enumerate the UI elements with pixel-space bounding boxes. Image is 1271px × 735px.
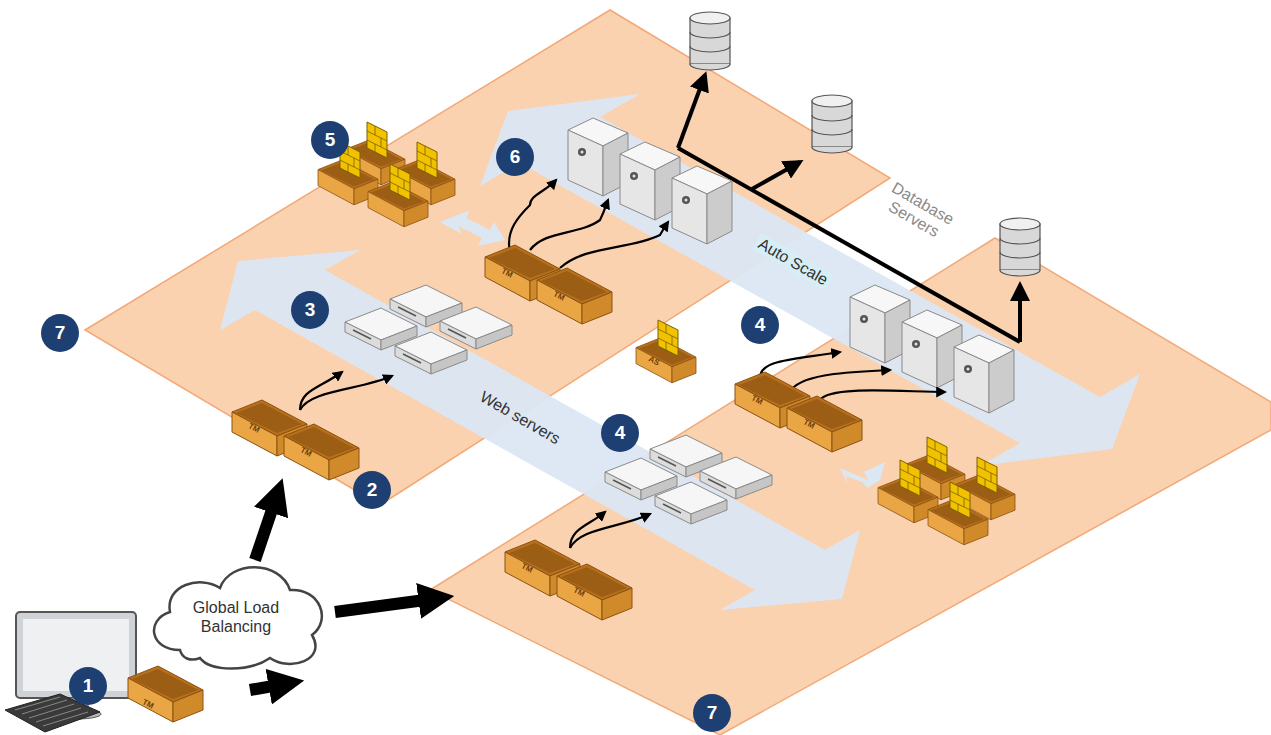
central-firewall	[636, 320, 696, 383]
database-server	[690, 12, 730, 70]
waf-cluster	[878, 437, 1015, 545]
tier-label: Database Servers	[875, 177, 961, 248]
callout-circles	[41, 121, 779, 732]
cloud-traffic-manager	[120, 660, 220, 730]
client-computer	[5, 612, 136, 732]
web-servers	[345, 285, 772, 524]
web-tier-band	[220, 250, 860, 610]
callout-number: 7	[55, 322, 66, 344]
app-tier-band	[480, 94, 1140, 466]
callout-number: 6	[510, 146, 521, 168]
cloud-label: Global Load Balancing	[186, 598, 286, 636]
database-server	[812, 95, 852, 153]
app-servers	[568, 118, 1014, 413]
callout-number: 3	[305, 299, 316, 321]
callout-number: 7	[707, 702, 718, 724]
waf-link	[440, 210, 505, 246]
database-server	[1000, 218, 1040, 276]
callout-number: 5	[325, 129, 336, 151]
waf-link	[840, 462, 885, 488]
callout-number: 1	[83, 675, 94, 697]
callout-number: 4	[755, 314, 766, 336]
traffic-links	[300, 180, 945, 548]
callout-number: 4	[615, 422, 626, 444]
traffic-manager-boxes	[232, 245, 862, 620]
callout-number: 2	[367, 479, 378, 501]
cloud-node: Global Load Balancing	[140, 550, 332, 676]
zone-plane	[430, 238, 1271, 735]
